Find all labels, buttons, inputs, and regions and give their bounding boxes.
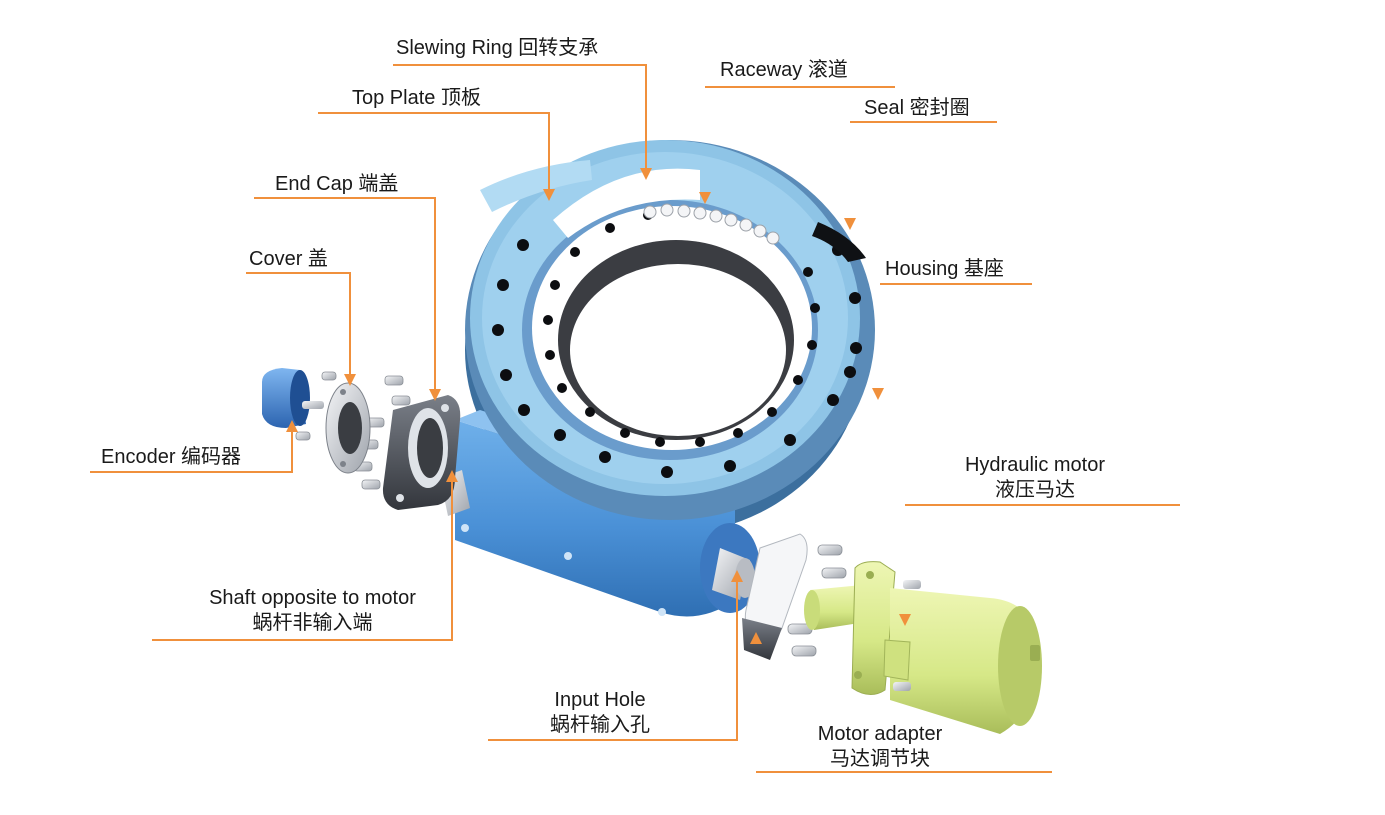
- label-raceway: Raceway 滚道: [720, 59, 848, 81]
- adapter-bolts: [787, 544, 847, 657]
- label-motor-adapter-zh: 马达调节块: [830, 746, 930, 770]
- label-input-hole: Input Hole 蜗杆输入孔: [520, 688, 680, 736]
- label-cover: Cover 盖: [249, 248, 328, 270]
- inner-ring-bolt-holes: [543, 210, 820, 447]
- end-cap: [382, 395, 461, 510]
- label-hydraulic-motor: Hydraulic motor 液压马达: [930, 453, 1140, 501]
- label-shaft-opposite-en: Shaft opposite to motor: [209, 587, 416, 609]
- leader-input-hole: [488, 578, 738, 741]
- label-input-hole-zh: 蜗杆输入孔: [550, 712, 650, 736]
- encoder: [262, 368, 324, 428]
- label-motor-adapter-en: Motor adapter: [817, 723, 943, 745]
- leader-encoder: [90, 428, 293, 473]
- label-input-hole-en: Input Hole: [554, 689, 646, 711]
- cover-bolts: [295, 371, 337, 441]
- label-encoder: Encoder 编码器: [101, 446, 242, 468]
- label-end-cap: End Cap 端盖: [275, 173, 399, 195]
- label-shaft-opposite: Shaft opposite to motor 蜗杆非输入端: [180, 586, 445, 634]
- label-shaft-opposite-zh: 蜗杆非输入端: [252, 610, 373, 634]
- label-hydraulic-motor-en: Hydraulic motor: [964, 454, 1106, 476]
- cover: [325, 382, 371, 474]
- label-motor-adapter: Motor adapter 马达调节块: [795, 722, 965, 770]
- leader-shaft-opposite: [152, 478, 453, 641]
- label-seal: Seal 密封圈: [864, 97, 970, 119]
- leader-lines: [90, 64, 1180, 773]
- label-hydraulic-motor-zh: 液压马达: [995, 477, 1075, 501]
- slewing-ring: [465, 140, 875, 520]
- worm-shaft-end: [712, 548, 755, 600]
- leader-end-cap: [254, 197, 436, 393]
- label-top-plate: Top Plate 顶板: [352, 87, 481, 109]
- motor-adapter: [742, 533, 808, 660]
- leader-slewing-ring: [393, 64, 647, 172]
- seal-cutaway: [812, 222, 866, 262]
- raceway-balls: [643, 203, 780, 245]
- leader-arrows: [286, 168, 911, 644]
- hydraulic-motor: [804, 561, 1042, 734]
- label-housing: Housing 基座: [885, 258, 1004, 280]
- leader-top-plate: [318, 112, 550, 193]
- label-slewing-ring: Slewing Ring 回转支承: [396, 37, 599, 59]
- leader-cover: [246, 272, 351, 378]
- top-plate-cutaway: [480, 160, 592, 212]
